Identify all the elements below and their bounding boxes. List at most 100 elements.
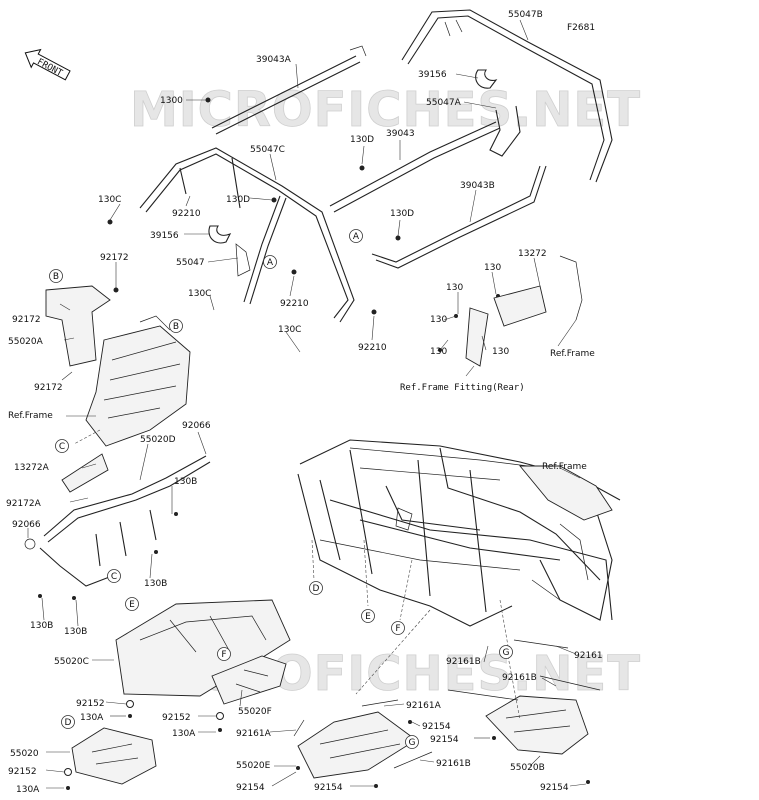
label-ref-frame-1: Ref.Frame — [550, 349, 595, 359]
side-guard-55020D — [24, 455, 211, 587]
label-92154-3: 92154 — [236, 783, 265, 793]
label-92152-2: 92152 — [162, 713, 191, 723]
label-92154-5: 92154 — [540, 783, 569, 793]
callout-C-1: C — [55, 439, 69, 453]
main-frame-reference — [297, 439, 621, 627]
callout-G-1: G — [499, 645, 513, 659]
label-13272: 13272 — [518, 249, 547, 259]
label-39043: 39043 — [386, 129, 415, 139]
label-92161B-1: 92161B — [446, 657, 481, 667]
label-55047C: 55047C — [250, 145, 285, 155]
label-130A-3: 130A — [16, 785, 40, 795]
label-39043A: 39043A — [256, 55, 292, 65]
callout-D-2: D — [61, 715, 75, 729]
label-130C-1: 130C — [98, 195, 121, 205]
label-39156-left: 39156 — [150, 231, 179, 241]
svg-text:D: D — [65, 718, 72, 728]
cross-tube-39043 — [329, 121, 501, 213]
callout-A-2: A — [263, 255, 277, 269]
front-arrow-icon: FRONT — [24, 48, 71, 81]
label-55020B: 55020B — [510, 763, 545, 773]
svg-text:F: F — [221, 650, 226, 660]
svg-text:G: G — [409, 738, 416, 748]
label-130A-1: 130A — [80, 713, 104, 723]
callout-E-2: E — [125, 597, 139, 611]
label-55020F: 55020F — [238, 707, 272, 717]
side-bracket-assembly — [85, 315, 191, 447]
label-130C-2: 130C — [188, 289, 211, 299]
svg-text:A: A — [353, 232, 360, 242]
cross-tube-39043B — [371, 165, 547, 269]
label-39043B: 39043B — [460, 181, 495, 191]
callout-F-2: F — [217, 647, 231, 661]
label-92154-2: 92154 — [430, 735, 459, 745]
svg-text:G: G — [503, 648, 510, 658]
callout-D-1: D — [309, 581, 323, 595]
label-130B-3: 130B — [30, 621, 53, 631]
skid-plate-55020 — [71, 727, 157, 785]
label-130-3: 130 — [430, 315, 447, 325]
label-92210-3: 92210 — [358, 343, 387, 353]
label-13272A: 13272A — [14, 463, 50, 473]
skid-plate-55020B — [485, 695, 589, 755]
label-130D-2: 130D — [226, 195, 250, 205]
label-92172A: 92172A — [6, 499, 42, 509]
label-130C-3: 130C — [278, 325, 301, 335]
frame-fitting-rear-13272 — [465, 255, 583, 367]
cross-tube-39043A — [211, 45, 367, 135]
label-55020: 55020 — [10, 749, 39, 759]
label-92152-1: 92152 — [76, 699, 105, 709]
bracket-55047A — [489, 105, 521, 157]
label-92210-1: 92210 — [172, 209, 201, 219]
upright-55047 — [235, 195, 287, 305]
label-92161B-3: 92161B — [436, 759, 471, 769]
label-92161: 92161 — [574, 651, 603, 661]
label-55047A: 55047A — [426, 98, 462, 108]
label-39156-top: 39156 — [418, 70, 447, 80]
callout-C-2: C — [107, 569, 121, 583]
label-92161B-2: 92161B — [502, 673, 537, 683]
label-92152-3: 92152 — [8, 767, 37, 777]
label-ref-frame-3: Ref.Frame — [542, 462, 587, 472]
figure-code: F2681 — [567, 23, 595, 33]
label-130-1: 130 — [484, 263, 501, 273]
label-92172-3: 92172 — [34, 383, 63, 393]
fasteners-bottom — [38, 512, 590, 790]
label-130D-3: 130D — [390, 209, 414, 219]
leader-lines — [27, 19, 587, 789]
callout-E-1: E — [361, 609, 375, 623]
part-labels: 55047B 39043A 1300 39156 55047A 130D 390… — [6, 10, 603, 795]
label-130-5: 130 — [430, 347, 447, 357]
roll-bar-front-55047C — [139, 147, 355, 323]
label-92154-1: 92154 — [422, 722, 451, 732]
label-130-4: 130 — [492, 347, 509, 357]
label-92172-1: 92172 — [100, 253, 129, 263]
svg-text:B: B — [53, 272, 59, 282]
svg-text:E: E — [129, 600, 135, 610]
label-55047: 55047 — [176, 258, 205, 268]
label-55020D: 55020D — [140, 435, 176, 445]
label-92154-4: 92154 — [314, 783, 343, 793]
reference-lines — [73, 429, 521, 721]
label-130B-2: 130B — [144, 579, 167, 589]
label-92172-2: 92172 — [12, 315, 41, 325]
callout-F-1: F — [391, 621, 405, 635]
svg-text:E: E — [365, 612, 371, 622]
label-130B-1: 130B — [174, 477, 197, 487]
label-92161A-1: 92161A — [406, 701, 442, 711]
bolt-markers-top — [107, 97, 500, 352]
label-130D-1: 130D — [350, 135, 374, 145]
side-panel-55020A — [45, 285, 111, 367]
label-92066-1: 92066 — [182, 421, 211, 431]
callout-B-1: B — [49, 269, 63, 283]
label-130-2: 130 — [446, 283, 463, 293]
svg-text:C: C — [59, 442, 65, 452]
label-55020E: 55020E — [236, 761, 271, 771]
label-55020C: 55020C — [54, 657, 89, 667]
label-55047B: 55047B — [508, 10, 543, 20]
label-92066-2: 92066 — [12, 520, 41, 530]
callout-A-1: A — [349, 229, 363, 243]
label-1300: 1300 — [160, 96, 183, 106]
svg-text:D: D — [313, 584, 320, 594]
skid-plate-55020E — [297, 711, 417, 779]
